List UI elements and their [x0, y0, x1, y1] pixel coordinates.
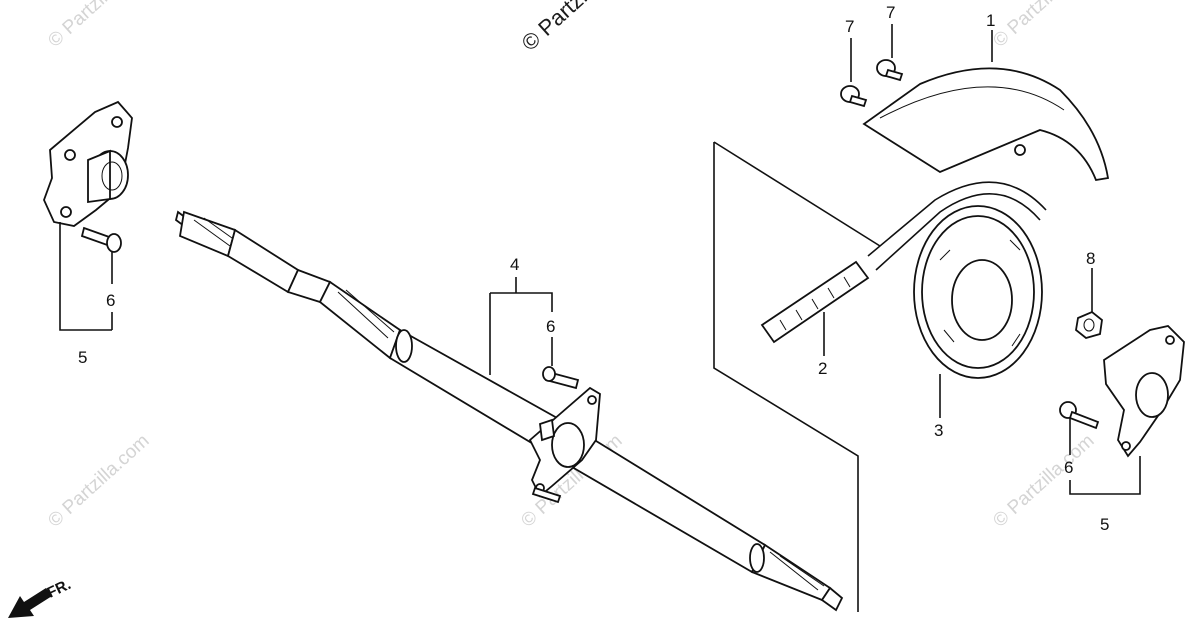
chain-guard-fender [862, 67, 1110, 182]
watermark-main: © Partzilla.com [517, 0, 644, 56]
right-hub [1103, 325, 1185, 458]
callout-bolt-right: 6 [1064, 458, 1073, 477]
left-bolt [80, 226, 122, 253]
front-direction-label: FR. [45, 576, 74, 602]
drive-chain [760, 181, 1047, 344]
callout-sprocket: 3 [934, 421, 943, 440]
leader-lines [59, 24, 1141, 495]
front-arrow-icon [8, 588, 52, 618]
left-hub [43, 100, 133, 227]
fender-nut-a [840, 85, 868, 108]
fender-nut-b [876, 59, 904, 82]
watermark-bottom-right: © Partzilla.com [989, 430, 1098, 531]
callout-hub-left: 5 [78, 348, 87, 367]
front-direction: FR. [8, 576, 74, 618]
callout-nut-right: 8 [1086, 249, 1095, 268]
callout-hub-right: 5 [1100, 515, 1109, 534]
watermark-bottom-left: © Partzilla.com [44, 430, 153, 531]
chain-explode-box [713, 141, 881, 612]
callout-bolt-left: 6 [106, 291, 115, 310]
rear-sprocket [913, 205, 1043, 379]
right-nut [1075, 310, 1103, 339]
callout-nut-a: 7 [845, 17, 854, 36]
axle-shaft [174, 210, 844, 612]
watermark-top-left: © Partzilla.com [44, 0, 153, 52]
callout-axle: 4 [510, 255, 519, 274]
callout-bolt-center: 6 [546, 317, 555, 336]
watermark-top-right: © Partzilla.com [989, 0, 1098, 52]
right-bolt [1059, 401, 1100, 430]
callout-chain: 2 [818, 359, 827, 378]
callout-fender: 1 [986, 11, 995, 30]
center-bolt [542, 366, 580, 390]
axle-center-hub [528, 386, 601, 504]
callout-nut-b: 7 [886, 3, 895, 22]
